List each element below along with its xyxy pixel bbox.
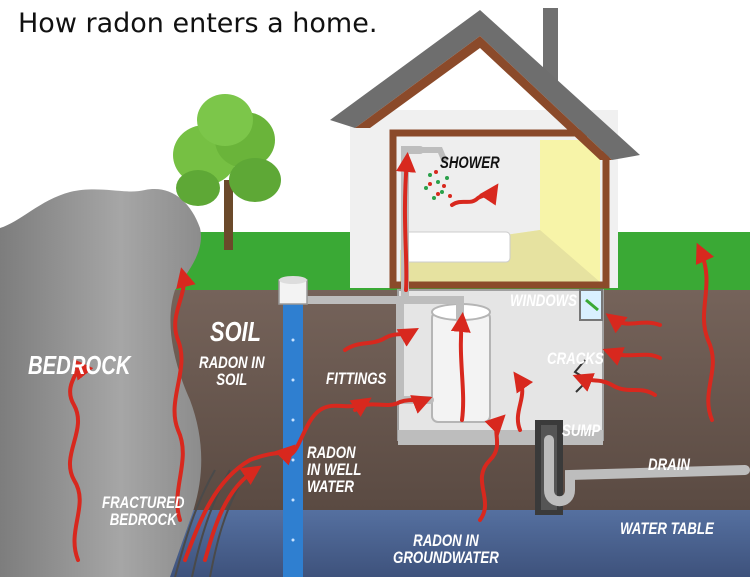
radon-arrow-bedrock xyxy=(67,358,94,562)
drain-pipe xyxy=(544,435,750,507)
radon-arrow-fracture-2 xyxy=(203,465,262,562)
bedrock-outcrop xyxy=(0,189,202,578)
tree xyxy=(173,94,281,250)
label-sump: SUMP xyxy=(562,421,601,440)
radon-arrow-soil xyxy=(172,267,196,522)
label-fractured-bedrock: FRACTURED BEDROCK xyxy=(102,493,185,529)
label-radon-in-soil: RADON IN SOIL xyxy=(199,353,265,389)
radon-arrow-well-top xyxy=(396,152,416,292)
label-radon-in-groundwater: RADON IN GROUNDWATER xyxy=(393,531,499,567)
label-windows: WINDOWS xyxy=(510,291,578,310)
bathtub xyxy=(404,231,511,263)
label-fittings: FITTINGS xyxy=(326,369,387,388)
label-radon-in-well-water: RADON IN WELL WATER xyxy=(307,443,362,496)
diagram-title: How radon enters a home. xyxy=(18,8,378,39)
well-pipe xyxy=(278,276,308,577)
radon-arrow-groundwater xyxy=(478,414,506,522)
label-drain: DRAIN xyxy=(648,455,690,474)
shower-head xyxy=(420,147,448,164)
radon-arrow-cracks xyxy=(572,373,657,397)
radon-arrow-cracks-2 xyxy=(602,347,662,366)
house-frame xyxy=(389,129,610,289)
radon-arrow-sump xyxy=(513,371,534,432)
roof xyxy=(330,10,640,160)
label-soil: SOIL xyxy=(210,316,261,347)
radon-arrow-window xyxy=(605,313,662,334)
shower-spray xyxy=(424,173,449,200)
radon-arrow-well xyxy=(288,397,372,457)
chimney xyxy=(543,8,558,88)
radon-arrows xyxy=(67,152,715,562)
basement-window xyxy=(579,289,603,321)
label-bedrock: BEDROCK xyxy=(28,350,131,380)
radon-arrow-basement-1 xyxy=(353,395,433,414)
radon-arrow-fracture-1 xyxy=(183,444,296,562)
label-shower: SHOWER xyxy=(440,153,500,172)
radon-arrow-right xyxy=(695,242,715,422)
label-cracks: CRACKS xyxy=(547,349,604,368)
label-water-table: WATER TABLE xyxy=(620,519,714,538)
radon-arrow-shower xyxy=(450,183,499,207)
radon-arrow-fittings xyxy=(343,328,419,352)
radon-arrow-heater xyxy=(450,312,471,422)
